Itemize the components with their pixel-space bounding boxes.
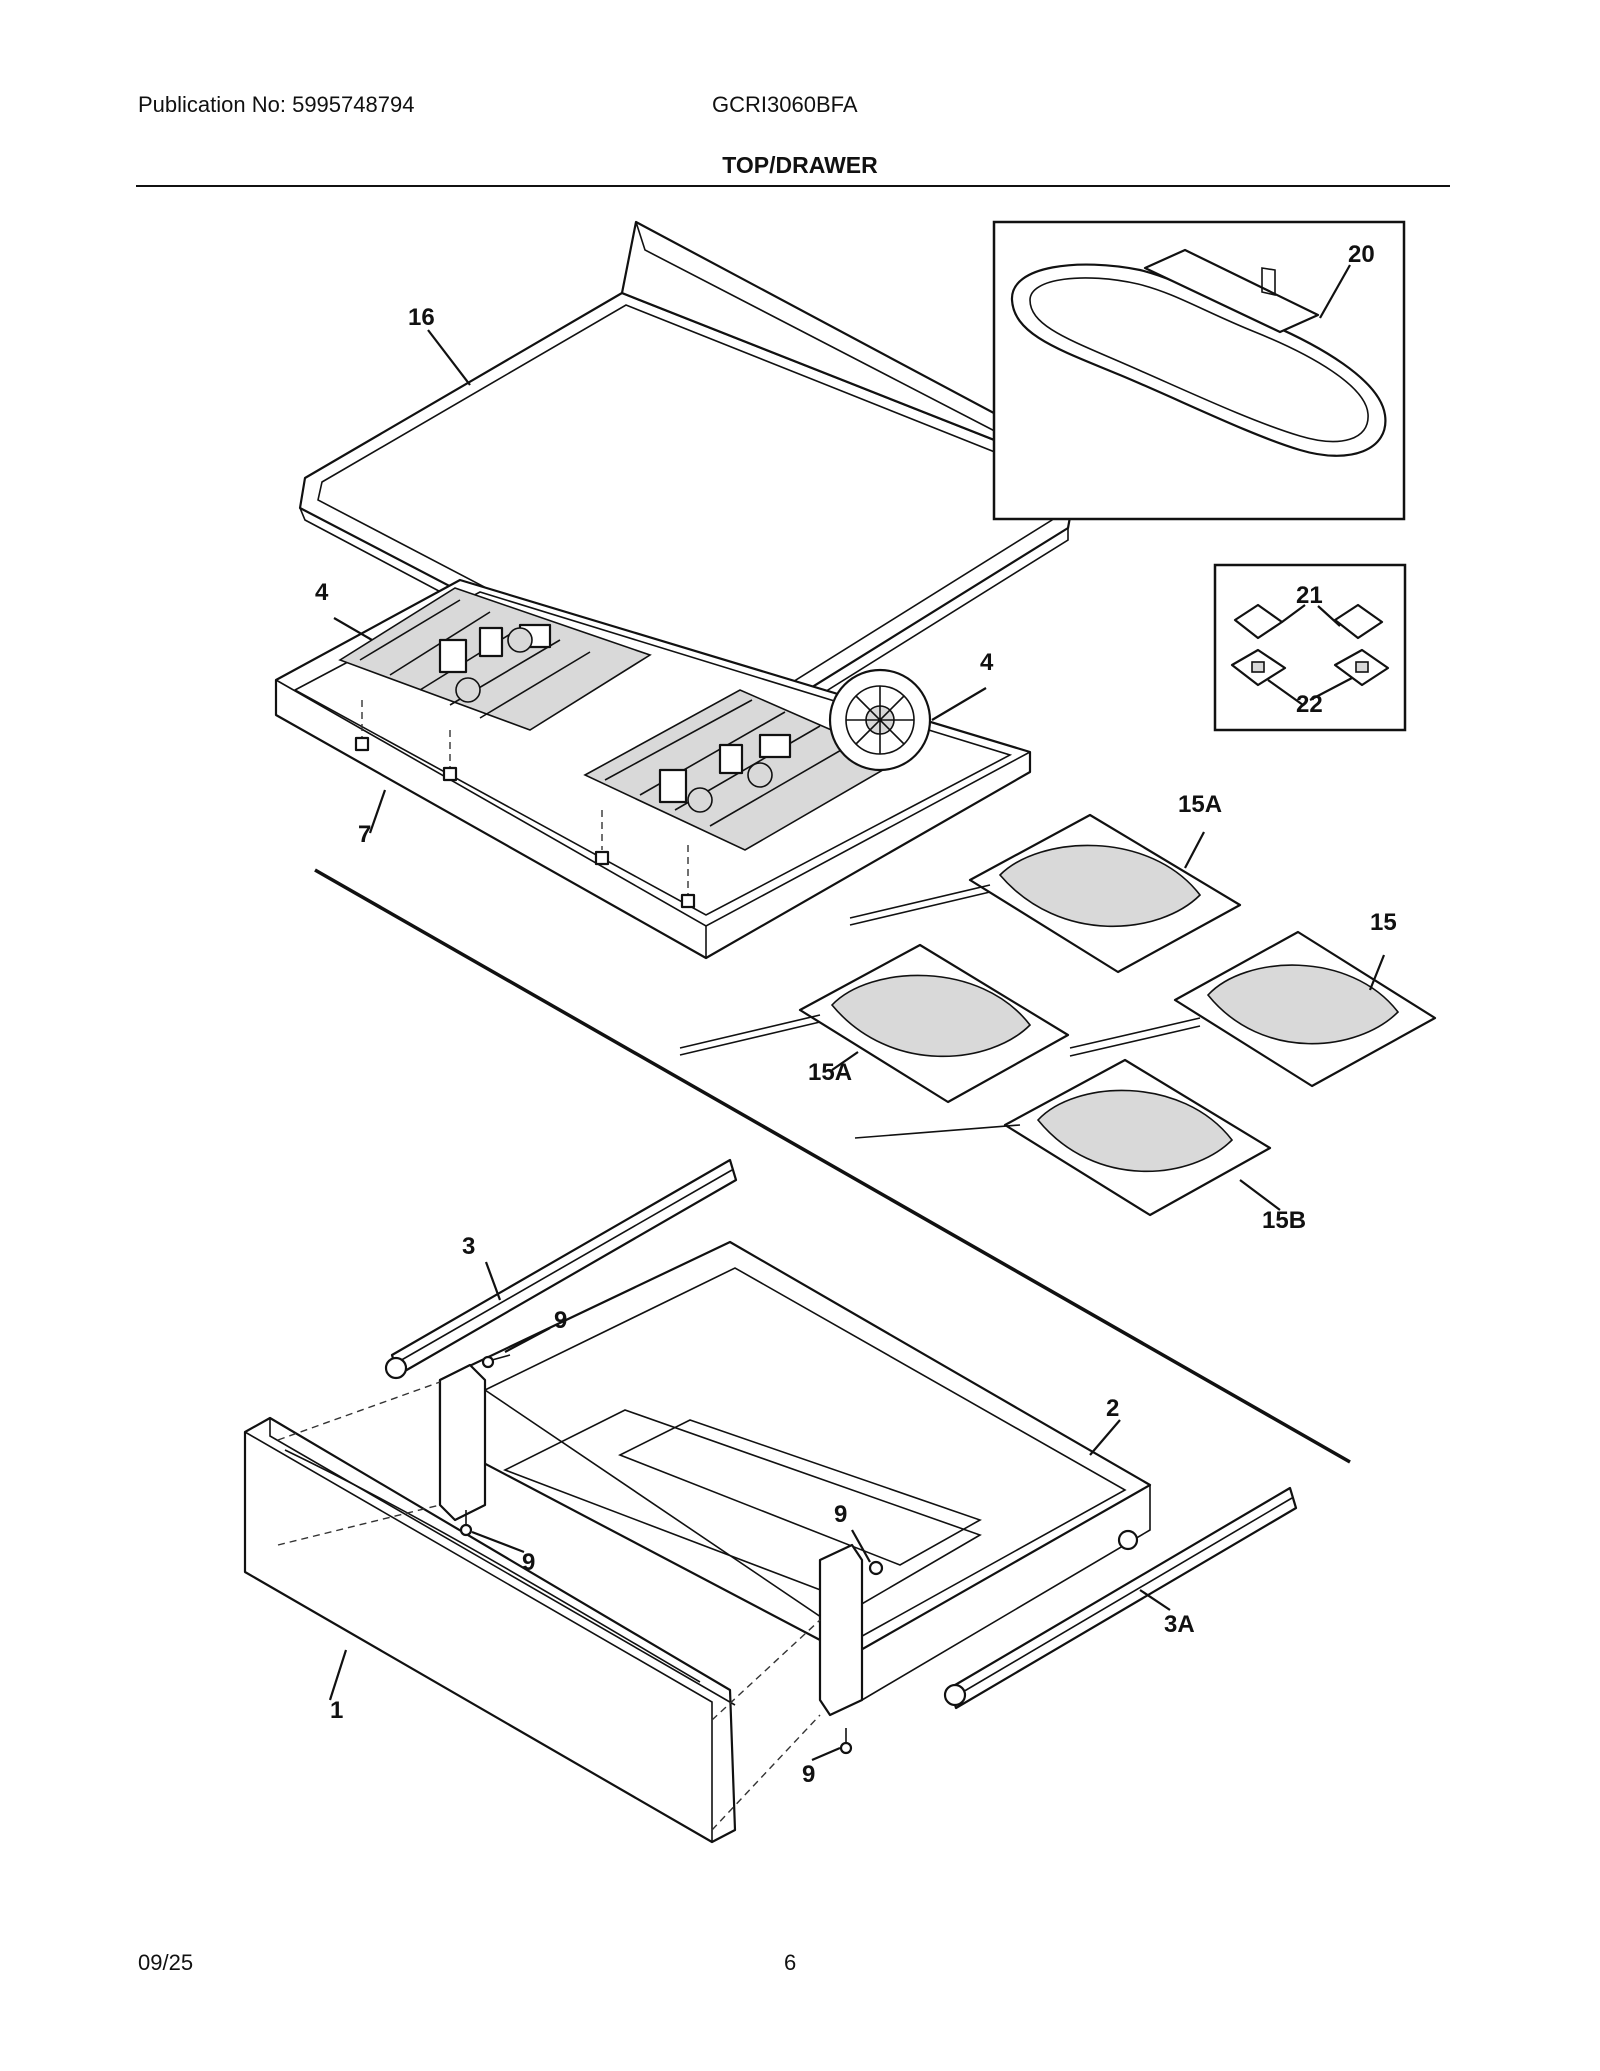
element-15a-top	[849, 813, 1242, 974]
callout-leader-lines	[328, 264, 1386, 1762]
callout-9-left: 9	[522, 1549, 535, 1576]
drawer-slide-left	[384, 1158, 738, 1380]
callout-4-right: 4	[980, 649, 994, 676]
callout-4-left: 4	[315, 579, 329, 606]
header-rule	[136, 185, 1450, 187]
cooktop-top-part	[298, 220, 1080, 749]
callout-15b: 15B	[1262, 1207, 1306, 1234]
element-15b	[854, 1058, 1272, 1217]
page-number: 6	[784, 1950, 797, 1975]
burner-box-part	[274, 578, 1032, 960]
inset-parts-21-22	[1213, 563, 1407, 732]
callout-22: 22	[1296, 691, 1323, 718]
inset-part-20	[992, 220, 1406, 521]
callout-16: 16	[408, 304, 435, 331]
element-15a-bottom	[679, 943, 1070, 1104]
callout-20: 20	[1348, 241, 1375, 268]
callout-9-bottom: 9	[802, 1761, 815, 1788]
callout-7: 7	[358, 821, 371, 848]
drawer-front-part	[243, 1416, 737, 1844]
callout-15a-bottom: 15A	[808, 1059, 852, 1086]
model-number: GCRI3060BFA	[712, 92, 858, 117]
callout-3a: 3A	[1164, 1611, 1195, 1638]
callout-15: 15	[1370, 909, 1397, 936]
callout-9-center: 9	[834, 1501, 847, 1528]
callout-9-upper: 9	[554, 1307, 567, 1334]
screws-part-9	[459, 1354, 884, 1755]
drawer-slide-right	[943, 1486, 1298, 1710]
callout-1: 1	[330, 1697, 343, 1724]
drawer-body-part	[438, 1240, 1152, 1717]
footer-date: 09/25	[138, 1950, 194, 1975]
callout-15a-top: 15A	[1178, 791, 1222, 818]
section-divider-line	[314, 868, 1351, 1464]
callout-21: 21	[1296, 582, 1323, 609]
page-title: TOP/DRAWER	[722, 152, 878, 178]
element-15	[1069, 930, 1437, 1088]
callout-2: 2	[1106, 1395, 1119, 1422]
callout-3: 3	[462, 1233, 475, 1260]
publication-number: Publication No: 5995748794	[138, 92, 415, 117]
